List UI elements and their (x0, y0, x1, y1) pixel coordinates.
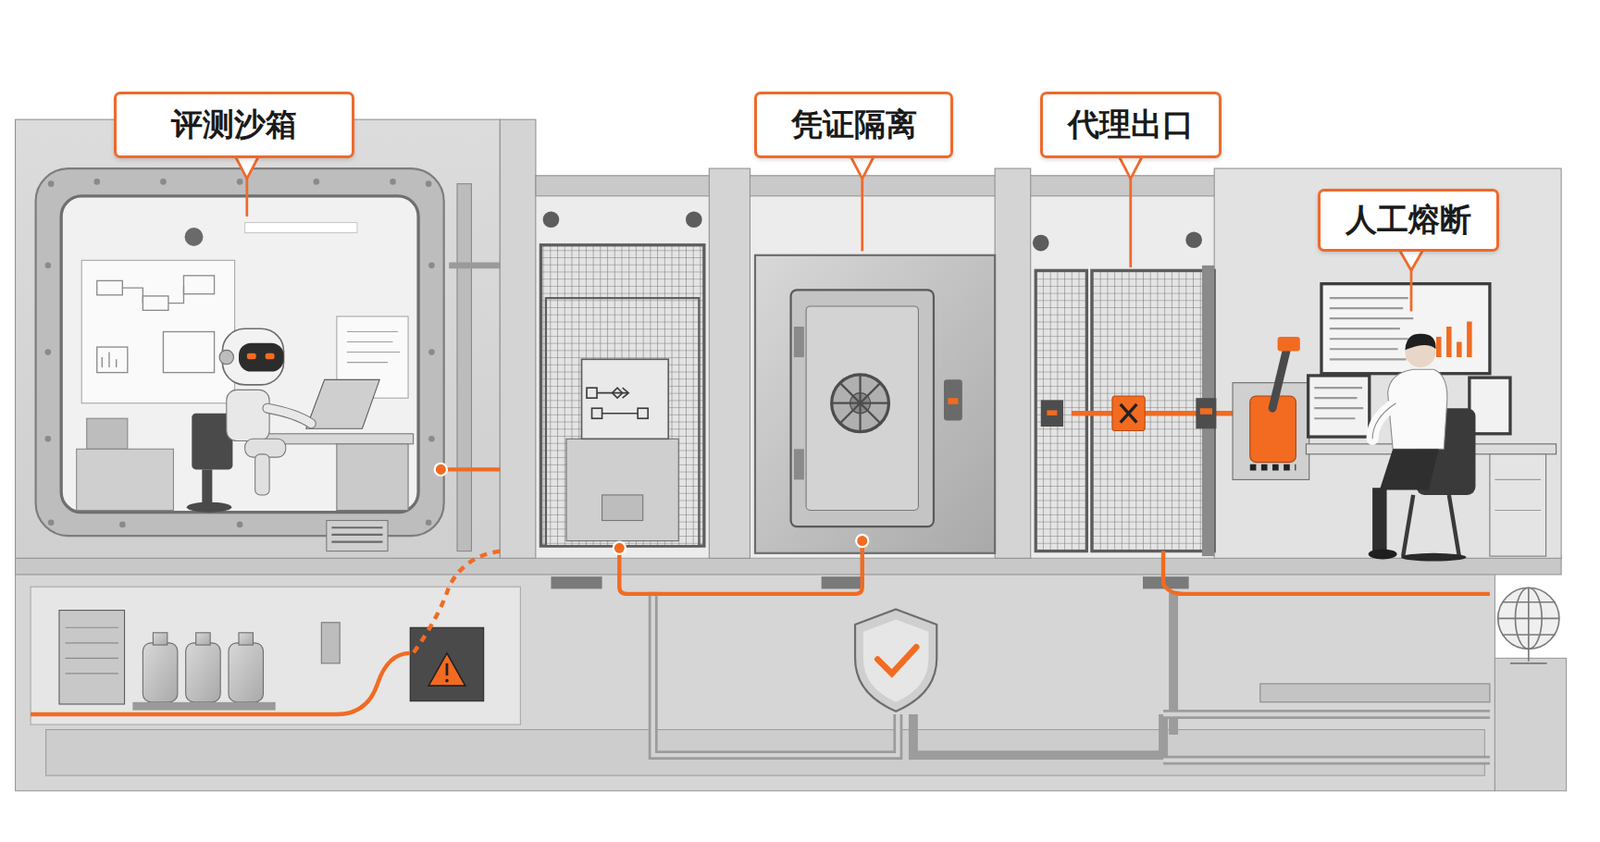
camera (185, 227, 204, 247)
sandbox-room (15, 119, 501, 559)
pipes (653, 592, 1490, 761)
tanks (142, 632, 263, 703)
top-beam (535, 175, 1220, 197)
laptop (306, 379, 380, 429)
column (994, 168, 1031, 559)
rivets (45, 178, 435, 528)
mesh-cage (540, 245, 704, 546)
column (499, 119, 536, 559)
vault (755, 255, 995, 554)
camera (685, 210, 703, 228)
callout-box: 人工熔断 (1317, 188, 1500, 252)
callout-box: 代理出口 (1040, 91, 1222, 159)
signal-wires (30, 469, 1490, 715)
window-frame (36, 168, 445, 536)
camera (543, 210, 560, 228)
robot (186, 328, 312, 512)
floor-slab (15, 556, 1563, 575)
operator (1368, 334, 1476, 562)
isolation-box (582, 359, 670, 439)
pedestal (1494, 657, 1566, 791)
control-room (1214, 168, 1562, 559)
vault-door (791, 289, 934, 527)
blocked-switch (1112, 396, 1145, 431)
vent (326, 520, 388, 552)
callout-label: 凭证隔离 (791, 107, 918, 142)
window-glass (61, 196, 419, 513)
column (708, 168, 750, 559)
callout-pointers (235, 155, 1425, 312)
callout-label: 评测沙箱 (171, 107, 298, 142)
table (566, 438, 679, 541)
shield (855, 608, 937, 711)
camera (1185, 231, 1203, 249)
monitor (1321, 284, 1490, 374)
callout-label: 代理出口 (1067, 107, 1194, 142)
callout-box: 凭证隔离 (754, 91, 954, 159)
basement-room (30, 586, 521, 725)
callout-box: 评测沙箱 (113, 91, 355, 159)
corridor (535, 196, 1220, 559)
callout-label: 人工熔断 (1345, 202, 1472, 237)
whiteboard (81, 260, 235, 403)
globe (1498, 587, 1560, 664)
camera (1032, 235, 1050, 252)
server (59, 610, 125, 705)
